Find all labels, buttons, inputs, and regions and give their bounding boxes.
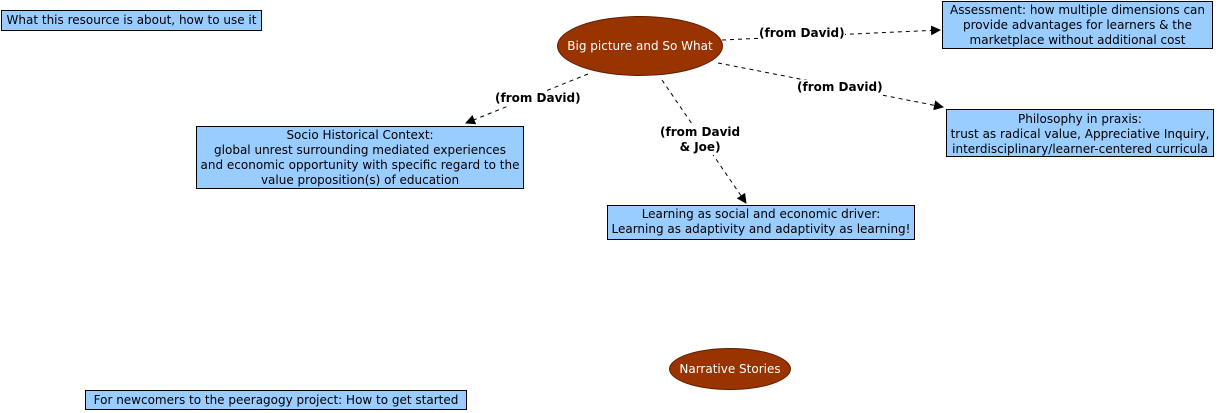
concept-narrative-stories-label: Narrative Stories [679, 362, 781, 376]
concept-narrative-stories[interactable]: Narrative Stories [669, 348, 791, 390]
link-label-socio: (from David) [495, 91, 581, 106]
concept-philosophy[interactable]: Philosophy in praxis: trust as radical v… [946, 109, 1214, 157]
concept-big-picture-label: Big picture and So What [567, 39, 713, 53]
link-label-assessment: (from David) [759, 26, 845, 41]
link-label-philosophy: (from David) [797, 80, 883, 95]
concept-big-picture[interactable]: Big picture and So What [557, 16, 723, 76]
link-label-learning: (from David & Joe) [660, 125, 741, 155]
concept-learning[interactable]: Learning as social and economic driver: … [607, 205, 915, 240]
concept-assessment[interactable]: Assessment: how multiple dimensions can … [942, 1, 1213, 49]
concept-newcomers[interactable]: For newcomers to the peeragogy project: … [85, 390, 467, 410]
concept-socio-historical[interactable]: Socio Historical Context: global unrest … [196, 126, 524, 189]
concept-about[interactable]: What this resource is about, how to use … [1, 10, 262, 31]
